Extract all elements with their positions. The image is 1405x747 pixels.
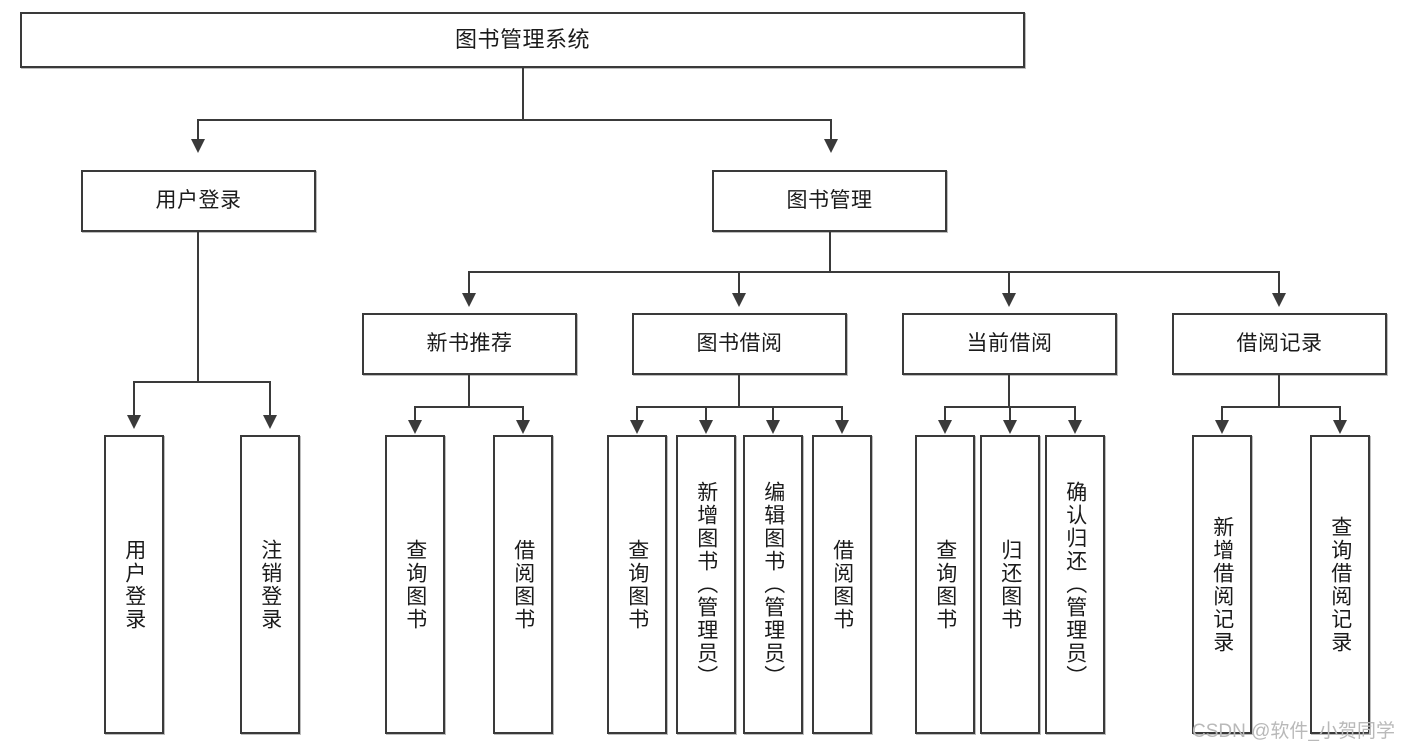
leaf-add-borrow-record[interactable]: 新增借阅记录: [1192, 435, 1252, 734]
node-label: 新书推荐: [426, 331, 513, 355]
arrow-level3-3: [1002, 293, 1016, 307]
node-borrow-record[interactable]: 借阅记录: [1172, 313, 1387, 375]
connector-level3-drop-3: [1008, 271, 1010, 295]
arrow-userlogin-1: [127, 415, 141, 429]
connector-bookborrow-drop-1: [636, 406, 638, 422]
connector-newbook-drop-1: [414, 406, 416, 422]
leaf-label: 借阅图书: [830, 538, 854, 631]
connector-userlogin-drop-2: [269, 381, 271, 417]
arrow-bookborrow-2: [699, 420, 713, 434]
connector-level2-drop-2: [830, 119, 832, 141]
connector-level3-drop-2: [738, 271, 740, 295]
arrow-currentborrow-1: [938, 420, 952, 434]
leaf-logout[interactable]: 注销登录: [240, 435, 300, 734]
connector-borrowrecord-stem: [1278, 375, 1280, 407]
connector-currentborrow-drop-3: [1074, 406, 1076, 422]
connector-newbook-drop-2: [522, 406, 524, 422]
node-book-borrow[interactable]: 图书借阅: [632, 313, 847, 375]
connector-borrowrecord-drop-2: [1339, 406, 1341, 422]
arrow-level3-1: [462, 293, 476, 307]
leaf-label: 查询图书: [625, 538, 649, 631]
connector-bookmgmt-stem: [829, 232, 831, 272]
leaf-return-book[interactable]: 归还图书: [980, 435, 1040, 734]
leaf-label: 注销登录: [258, 538, 282, 631]
connector-root-stem: [522, 68, 524, 120]
arrow-level2-1: [191, 139, 205, 153]
arrow-level2-2: [824, 139, 838, 153]
connector-bookborrow-drop-2: [705, 406, 707, 422]
leaf-label: 查询借阅记录: [1328, 515, 1352, 654]
leaf-confirm-return-admin[interactable]: 确认归还（管理员）: [1045, 435, 1105, 734]
connector-bookborrow-stem: [738, 375, 740, 407]
leaf-label: 新增图书（管理员）: [694, 481, 718, 688]
connector-userlogin-stem: [197, 232, 199, 382]
leaf-label: 编辑图书（管理员）: [761, 481, 785, 688]
arrow-currentborrow-2: [1003, 420, 1017, 434]
leaf-label: 借阅图书: [511, 538, 535, 631]
node-label: 图书管理系统: [454, 27, 590, 53]
leaf-borrow-book-recommend[interactable]: 借阅图书: [493, 435, 553, 734]
node-label: 借阅记录: [1236, 331, 1323, 355]
leaf-label: 查询图书: [933, 538, 957, 631]
arrow-newbook-2: [516, 420, 530, 434]
arrow-currentborrow-3: [1068, 420, 1082, 434]
arrow-borrowrecord-2: [1333, 420, 1347, 434]
node-book-management[interactable]: 图书管理: [712, 170, 947, 232]
connector-level3-drop-1: [468, 271, 470, 295]
leaf-label: 查询图书: [403, 538, 427, 631]
leaf-label: 确认归还（管理员）: [1063, 481, 1087, 688]
node-label: 当前借阅: [966, 331, 1053, 355]
node-user-login[interactable]: 用户登录: [81, 170, 316, 232]
connector-userlogin-bus: [133, 381, 271, 383]
connector-bookborrow-drop-3: [772, 406, 774, 422]
node-new-book-recommend[interactable]: 新书推荐: [362, 313, 577, 375]
arrow-bookborrow-1: [630, 420, 644, 434]
arrow-bookborrow-3: [766, 420, 780, 434]
arrow-newbook-1: [408, 420, 422, 434]
leaf-query-borrow-record[interactable]: 查询借阅记录: [1310, 435, 1370, 734]
connector-level3-bus: [468, 271, 1279, 273]
node-label: 图书借阅: [696, 331, 783, 355]
leaf-label: 归还图书: [998, 538, 1022, 631]
node-current-borrow[interactable]: 当前借阅: [902, 313, 1117, 375]
connector-borrowrecord-bus: [1221, 406, 1341, 408]
node-label: 用户登录: [155, 188, 242, 212]
arrow-level3-4: [1272, 293, 1286, 307]
leaf-label: 用户登录: [122, 538, 146, 631]
leaf-label: 新增借阅记录: [1210, 515, 1234, 654]
node-book-management-system[interactable]: 图书管理系统: [20, 12, 1025, 68]
leaf-edit-book-admin[interactable]: 编辑图书（管理员）: [743, 435, 803, 734]
connector-newbook-stem: [468, 375, 470, 407]
leaf-add-book-admin[interactable]: 新增图书（管理员）: [676, 435, 736, 734]
arrow-level3-2: [732, 293, 746, 307]
leaf-query-book-current[interactable]: 查询图书: [915, 435, 975, 734]
connector-bookborrow-drop-4: [841, 406, 843, 422]
node-label: 图书管理: [786, 188, 873, 212]
leaf-user-login[interactable]: 用户登录: [104, 435, 164, 734]
connector-currentborrow-drop-2: [1009, 406, 1011, 422]
connector-bookborrow-bus: [636, 406, 843, 408]
leaf-borrow-book[interactable]: 借阅图书: [812, 435, 872, 734]
connector-currentborrow-stem: [1008, 375, 1010, 407]
leaf-query-book-borrow[interactable]: 查询图书: [607, 435, 667, 734]
connector-level2-drop-1: [197, 119, 199, 141]
connector-currentborrow-drop-1: [944, 406, 946, 422]
arrow-bookborrow-4: [835, 420, 849, 434]
connector-level2-bus: [197, 119, 832, 121]
connector-borrowrecord-drop-1: [1221, 406, 1223, 422]
arrow-borrowrecord-1: [1215, 420, 1229, 434]
connector-newbook-bus: [414, 406, 524, 408]
leaf-query-book-recommend[interactable]: 查询图书: [385, 435, 445, 734]
connector-userlogin-drop-1: [133, 381, 135, 417]
arrow-userlogin-2: [263, 415, 277, 429]
connector-level3-drop-4: [1278, 271, 1280, 295]
